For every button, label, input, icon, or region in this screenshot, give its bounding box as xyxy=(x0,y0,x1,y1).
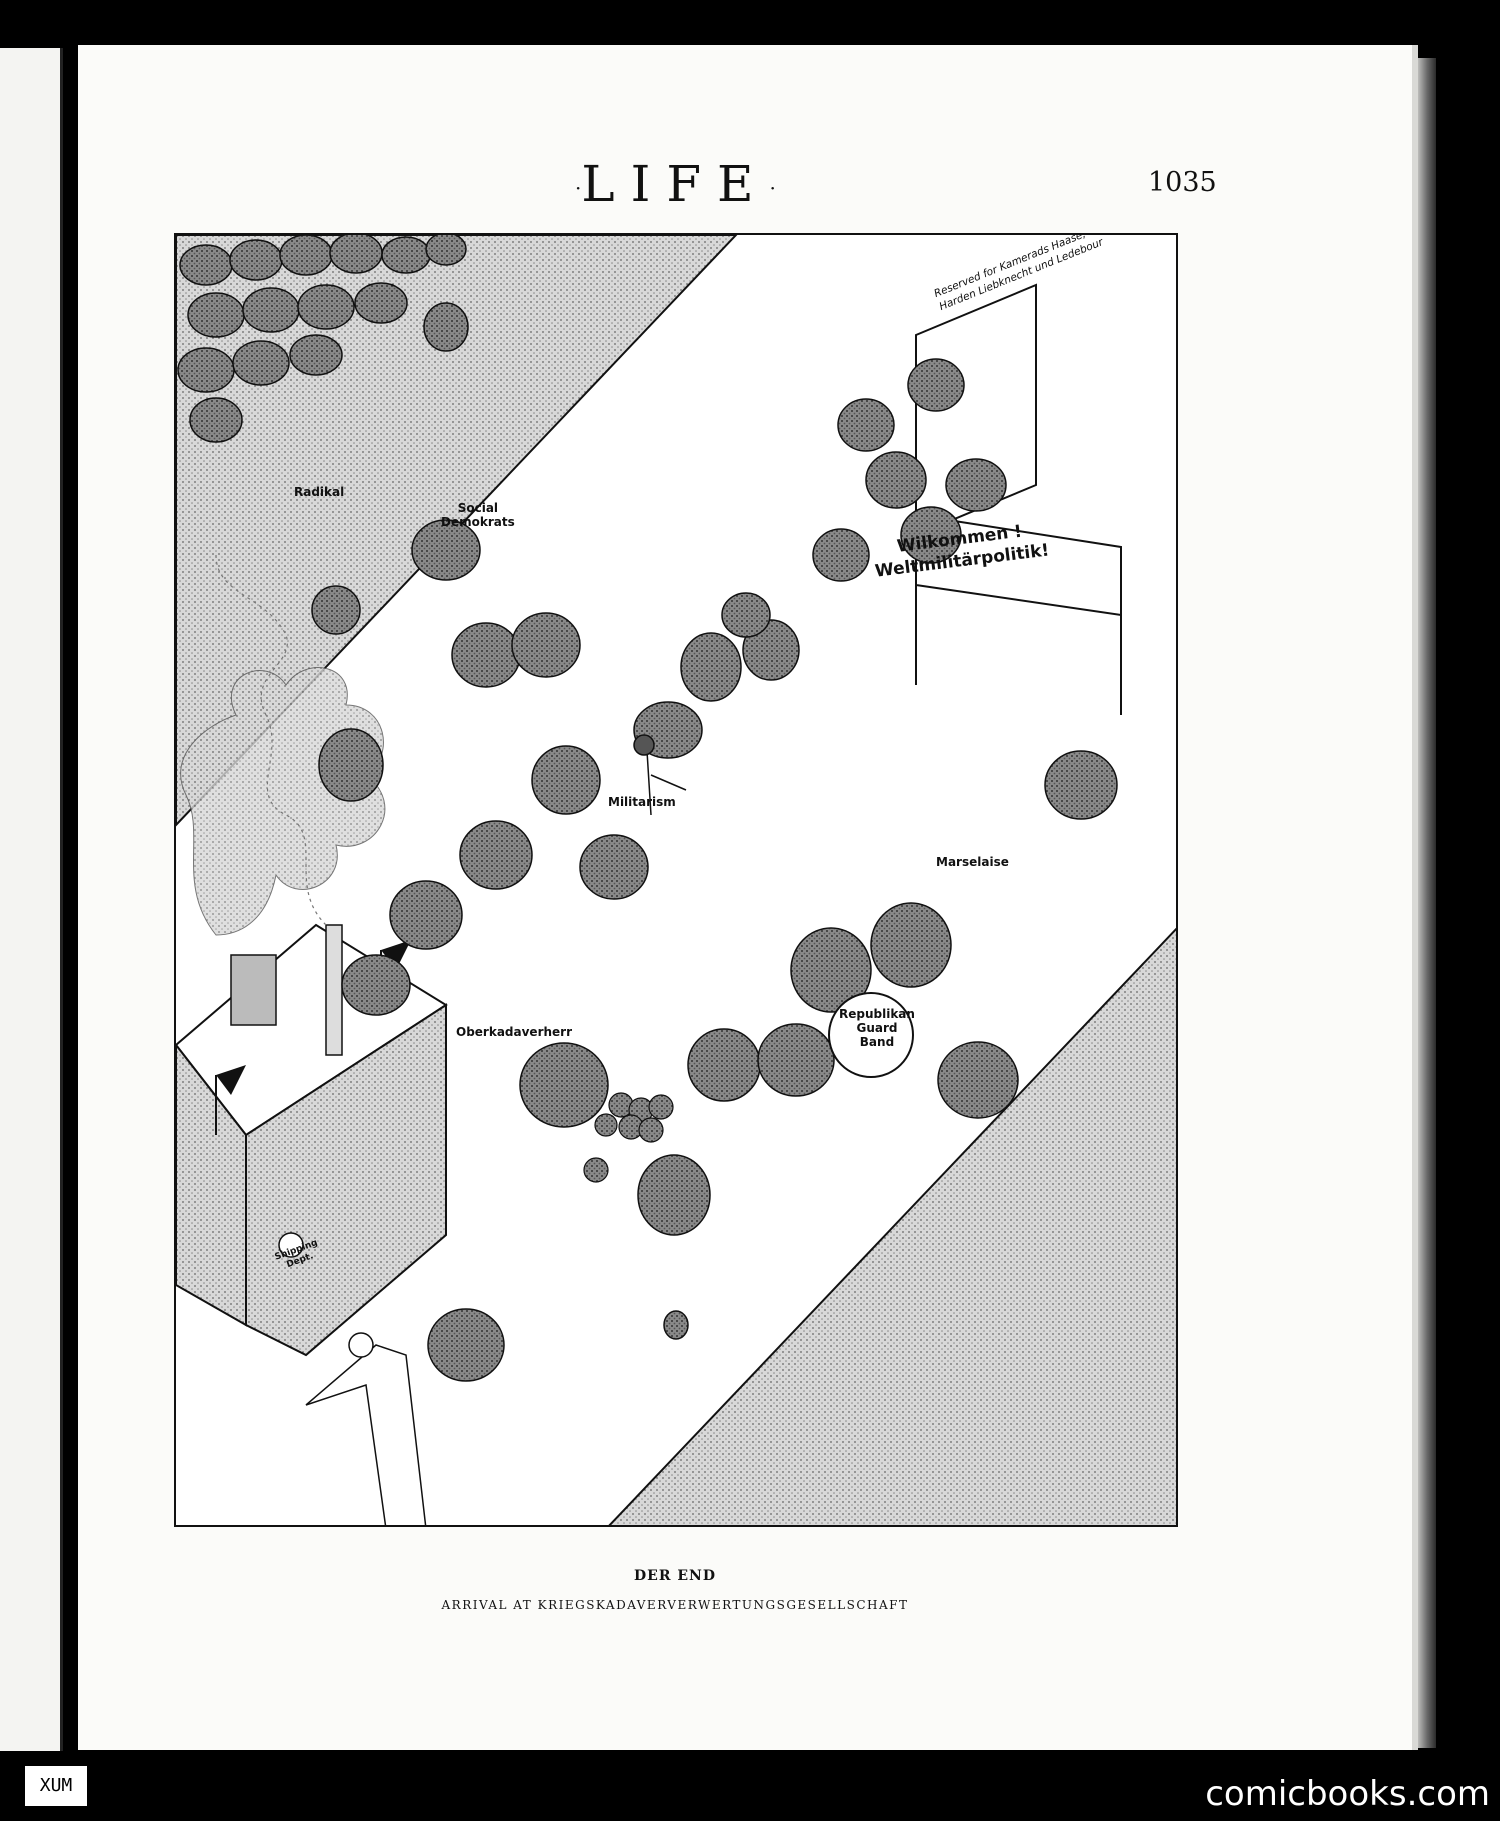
figures xyxy=(311,358,1118,1382)
smoke-outline xyxy=(215,554,327,926)
label-guard-band: Republikan Guard Band xyxy=(839,1007,915,1049)
militarism-figure xyxy=(633,734,687,816)
page-number: 1035 xyxy=(1148,167,1217,198)
banner-cloth xyxy=(915,513,1122,617)
scan-stamp: XUM xyxy=(25,1766,87,1806)
label-social-demokrats: Social Demokrats xyxy=(441,501,515,529)
masthead-dot-right: · xyxy=(769,176,776,200)
bass-drum xyxy=(828,992,914,1078)
masthead-dot-left: · xyxy=(575,176,582,200)
label-marseillaise: Marselaise xyxy=(936,855,1009,869)
flag-2 xyxy=(381,940,411,970)
label-militarism: Militarism xyxy=(608,795,676,809)
can-1 xyxy=(278,1232,304,1258)
left-page-edge xyxy=(0,48,63,1751)
chute xyxy=(305,1344,427,1525)
cartoon-illustration: Radikal Social Demokrats Militarism Mars… xyxy=(174,233,1178,1527)
sidewalk-bottom-right xyxy=(608,927,1176,1525)
magazine-masthead: ·LIFE· xyxy=(575,155,776,213)
building-side xyxy=(176,1043,247,1327)
balloons xyxy=(583,1092,674,1183)
can-2 xyxy=(348,1332,374,1358)
crowd-top-left xyxy=(177,235,469,443)
label-radikal: Radikal xyxy=(294,485,345,499)
masthead-title: LIFE xyxy=(581,155,770,213)
caption-title: DER END xyxy=(634,1568,716,1584)
watermark: comicbooks.com xyxy=(1205,1774,1490,1814)
flag-1 xyxy=(216,1065,246,1095)
chimney xyxy=(230,954,277,1026)
label-oberkadaverherr: Oberkadaverherr xyxy=(456,1025,573,1039)
cartoon-drawing xyxy=(176,235,1176,1525)
caption-subtitle: ARRIVAL AT KRIEGSKADAVERVERWERTUNGSGESEL… xyxy=(441,1598,909,1612)
pipe xyxy=(325,924,343,1056)
page-edge-shadow xyxy=(1418,58,1436,1748)
